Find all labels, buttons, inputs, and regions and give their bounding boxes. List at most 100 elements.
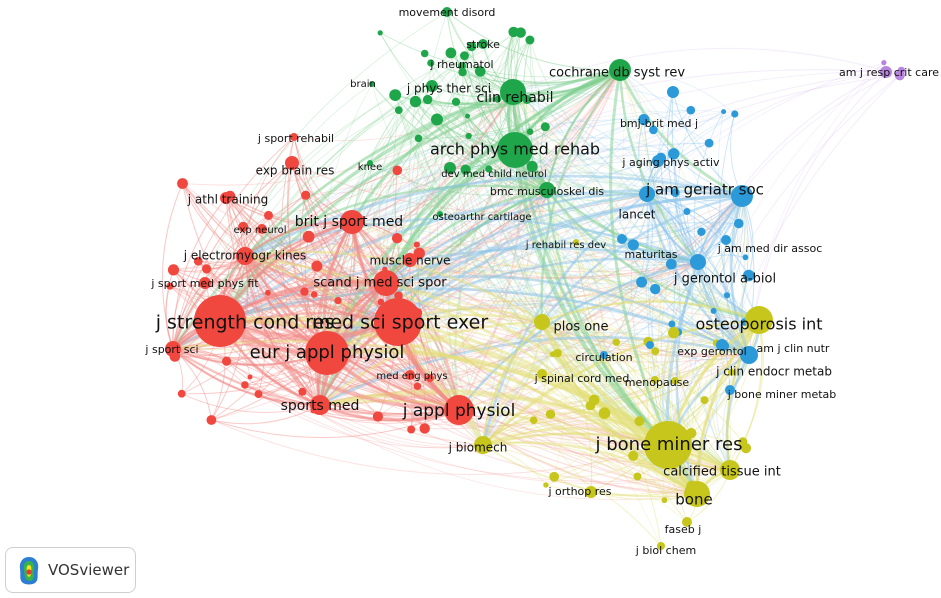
node-j-electromyogr-kines[interactable] <box>236 247 254 265</box>
unlabeled-node[interactable] <box>413 241 420 248</box>
label-am-j-clin-nutr[interactable]: am j clin nutr <box>757 342 830 355</box>
label-exp-neurol[interactable]: exp neurol <box>233 225 286 236</box>
label-bone[interactable]: bone <box>675 491 712 509</box>
unlabeled-node[interactable] <box>649 125 658 135</box>
unlabeled-node[interactable] <box>728 368 735 376</box>
label-muscle-nerve[interactable]: muscle nerve <box>369 254 450 268</box>
unlabeled-node[interactable] <box>545 409 556 419</box>
unlabeled-node[interactable] <box>166 282 174 290</box>
node-j-orthop-res[interactable] <box>585 486 597 498</box>
node-dev-med-child-neurol[interactable] <box>444 162 456 174</box>
node-am-j-clin-nutr[interactable] <box>716 339 728 351</box>
unlabeled-node[interactable] <box>734 218 744 229</box>
node-am-j-resp-crit-care[interactable] <box>880 66 892 78</box>
unlabeled-node[interactable] <box>431 113 443 126</box>
node-arch-phys-med-rehab[interactable] <box>497 132 533 168</box>
unlabeled-node[interactable] <box>683 208 691 215</box>
label-j-am-med-dir-assoc[interactable]: j am med dir assoc <box>717 242 823 255</box>
node-plos-one[interactable] <box>534 314 550 330</box>
unlabeled-node[interactable] <box>731 110 739 118</box>
label-j-electromyogr-kines[interactable]: j electromyogr kines <box>183 249 307 263</box>
unlabeled-node[interactable] <box>661 497 668 504</box>
label-j-rehabil-res-dev[interactable]: j rehabil res dev <box>525 240 606 251</box>
unlabeled-node[interactable] <box>636 276 648 288</box>
unlabeled-node[interactable] <box>451 97 461 106</box>
node-j-biomech[interactable] <box>474 436 492 454</box>
node-calcified-tissue-int[interactable] <box>720 460 740 480</box>
unlabeled-node[interactable] <box>377 30 383 36</box>
label-j-phys-ther-sci[interactable]: j phys ther sci <box>406 82 491 96</box>
label-j-strength-cond-res[interactable]: j strength cond res <box>155 312 335 334</box>
label-j-gerontol-a-biol[interactable]: j gerontol a-biol <box>673 272 776 287</box>
unlabeled-node[interactable] <box>700 396 709 405</box>
unlabeled-node[interactable] <box>414 134 423 143</box>
node-j-sport-med-phys-fit[interactable] <box>199 277 211 289</box>
unlabeled-node[interactable] <box>638 114 650 126</box>
label-maturitas[interactable]: maturitas <box>624 248 677 261</box>
unlabeled-node[interactable] <box>894 70 905 81</box>
unlabeled-node[interactable] <box>193 256 203 266</box>
unlabeled-node[interactable] <box>526 128 534 135</box>
label-exp-gerontol[interactable]: exp gerontol <box>677 345 746 358</box>
label-j-sport-med-phys-fit[interactable]: j sport med phys fit <box>150 277 259 290</box>
node-j-sport-sci[interactable] <box>165 341 181 357</box>
unlabeled-node[interactable] <box>881 60 887 66</box>
node-j-athl-training[interactable] <box>220 192 232 204</box>
vosviewer-badge[interactable]: VOSviewer <box>5 547 136 593</box>
unlabeled-node[interactable] <box>298 387 307 396</box>
node-sports-med[interactable] <box>310 395 330 415</box>
unlabeled-node[interactable] <box>710 307 717 314</box>
unlabeled-node[interactable] <box>671 377 679 385</box>
node-j-strength-cond-res[interactable] <box>194 295 246 347</box>
unlabeled-node[interactable] <box>419 423 430 434</box>
node-brain[interactable] <box>369 81 375 87</box>
label-j-aging-phys-activ[interactable]: j aging phys activ <box>621 156 720 169</box>
unlabeled-node[interactable] <box>743 269 755 282</box>
unlabeled-node[interactable] <box>598 407 611 420</box>
unlabeled-node[interactable] <box>686 105 696 115</box>
label-j-bone-miner-metab[interactable]: j bone miner metab <box>727 388 837 401</box>
unlabeled-node[interactable] <box>394 106 403 114</box>
unlabeled-node[interactable] <box>391 233 403 244</box>
label-j-rheumatol[interactable]: j rheumatol <box>429 58 493 71</box>
unlabeled-node[interactable] <box>460 51 469 61</box>
unlabeled-node[interactable] <box>651 347 660 356</box>
label-brain[interactable]: brain <box>350 79 376 90</box>
unlabeled-node[interactable] <box>301 190 311 200</box>
unlabeled-node[interactable] <box>465 132 472 140</box>
unlabeled-node[interactable] <box>302 230 315 243</box>
node-maturitas[interactable] <box>617 234 627 244</box>
unlabeled-node[interactable] <box>420 49 429 58</box>
node-exp-gerontol[interactable] <box>646 341 654 349</box>
label-dev-med-child-neurol[interactable]: dev med child neurol <box>441 169 547 180</box>
label-osteoporosis-int[interactable]: osteoporosis int <box>695 315 822 334</box>
unlabeled-node[interactable] <box>202 264 212 274</box>
node-cochrane-db-syst-rev[interactable] <box>609 59 631 81</box>
unlabeled-node[interactable] <box>668 148 680 160</box>
node-j-bone-miner-res[interactable] <box>644 421 692 469</box>
node-med-eng-phys[interactable] <box>405 370 415 380</box>
unlabeled-node[interactable] <box>300 287 309 296</box>
unlabeled-node[interactable] <box>372 411 383 422</box>
label-j-spinal-cord-med[interactable]: j spinal cord med <box>534 372 630 385</box>
unlabeled-node[interactable] <box>310 291 318 298</box>
unlabeled-node[interactable] <box>697 227 706 236</box>
unlabeled-node[interactable] <box>265 289 271 296</box>
unlabeled-node[interactable] <box>723 292 731 299</box>
unlabeled-node[interactable] <box>389 89 402 101</box>
unlabeled-node[interactable] <box>423 94 433 105</box>
label-movement-disord[interactable]: movement disord <box>399 6 496 19</box>
node-faseb-j[interactable] <box>682 517 692 527</box>
label-stroke[interactable]: stroke <box>466 38 500 51</box>
unlabeled-node[interactable] <box>465 113 470 119</box>
node-eur-j-appl-physiol[interactable] <box>305 331 349 375</box>
label-scand-j-med-sci-spor[interactable]: scand j med sci spor <box>313 276 447 291</box>
label-menopause[interactable]: menopause <box>625 376 690 389</box>
label-plos-one[interactable]: plos one <box>554 320 609 335</box>
unlabeled-node[interactable] <box>540 122 550 132</box>
unlabeled-node[interactable] <box>254 390 263 399</box>
unlabeled-node[interactable] <box>668 320 676 328</box>
node-med-sci-sport-exer[interactable] <box>374 298 422 346</box>
unlabeled-node[interactable] <box>392 165 403 176</box>
label-calcified-tissue-int[interactable]: calcified tissue int <box>663 465 781 480</box>
